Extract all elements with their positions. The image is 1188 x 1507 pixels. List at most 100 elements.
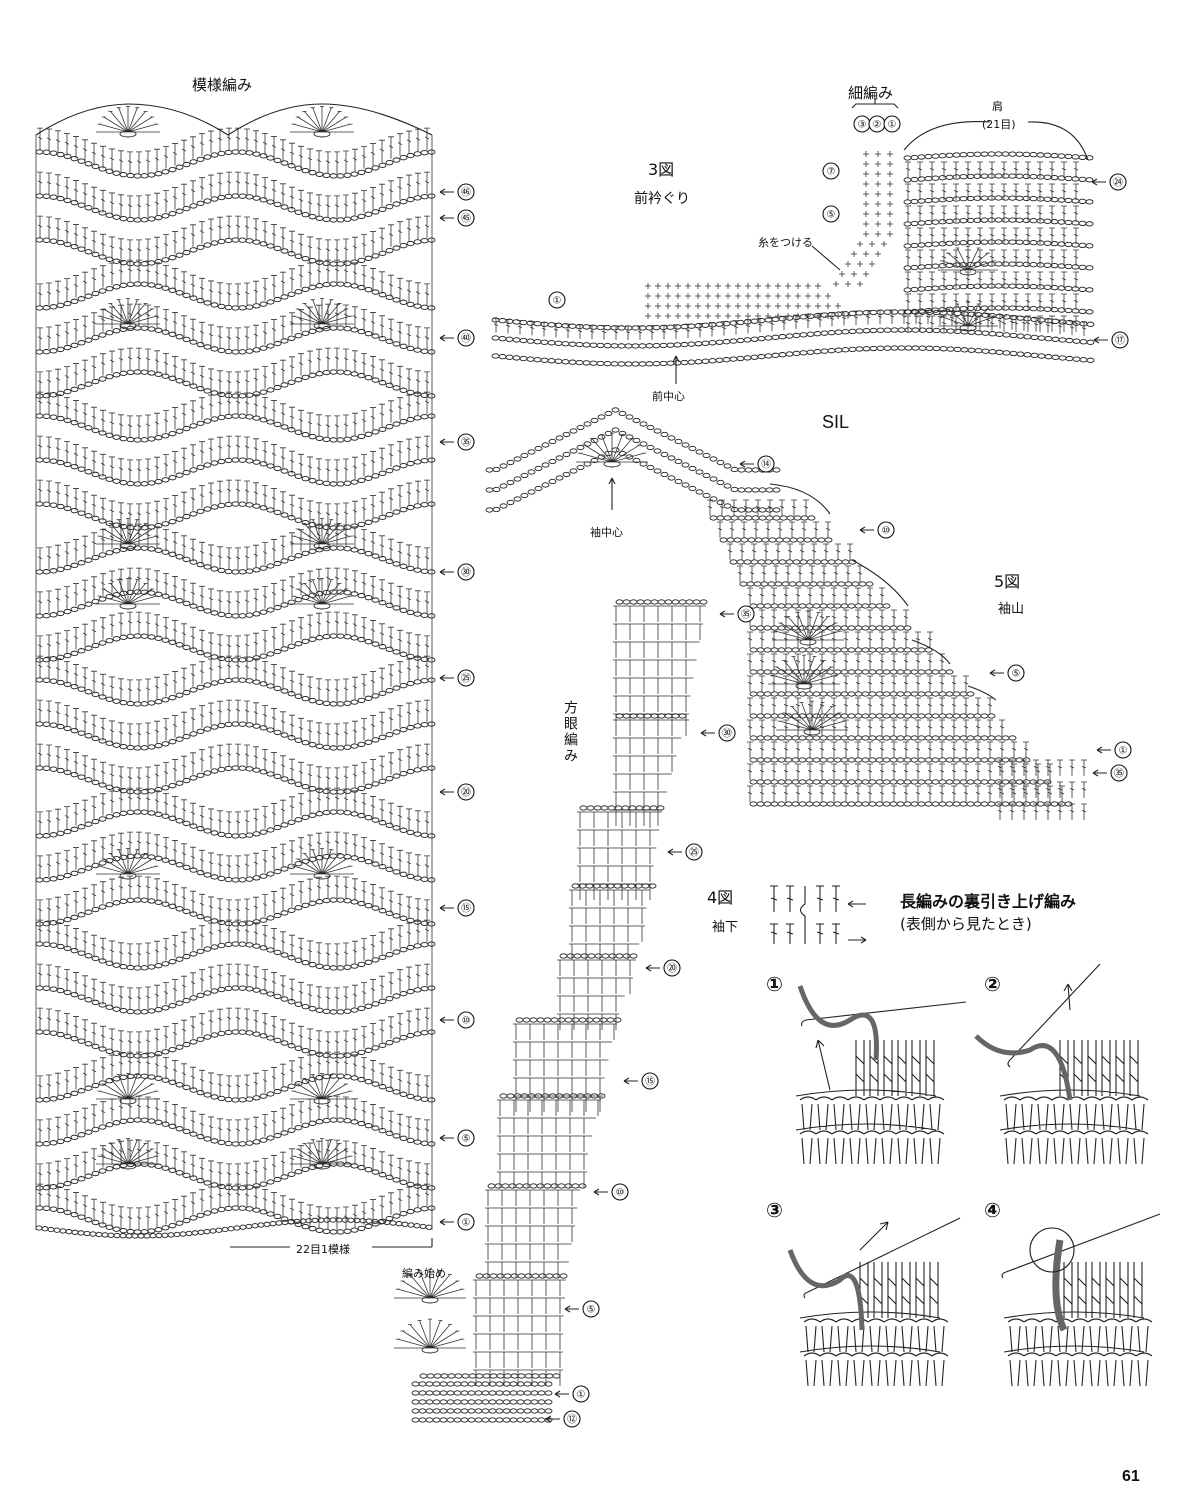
main-dc-row (37, 303, 430, 350)
fig3-shoulder-label: 肩 (992, 100, 1003, 113)
main-fan-base (119, 872, 137, 880)
main-chain-row (35, 149, 436, 179)
mesh-row-marker-circle (685, 843, 703, 861)
fig3-sc-step-number: ② (873, 120, 882, 131)
main-row-marker-circle (457, 329, 475, 347)
start-fan-base (421, 1296, 439, 1304)
fig4-sleeve-seam-symbol (770, 885, 867, 944)
mesh-row-marker-arrow (564, 1305, 579, 1313)
fig5-number: 5図 (994, 572, 1021, 591)
main-fan (290, 578, 354, 605)
fig5-bottom-dc (997, 781, 1087, 798)
main-chain-row (35, 1205, 436, 1235)
main-fan-base (313, 322, 331, 330)
main-fan-base (119, 322, 137, 330)
main-chain-row (35, 589, 436, 619)
main-row-marker-arrow (439, 188, 454, 196)
fig5-chain-row (749, 647, 933, 653)
main-chain-row (35, 897, 436, 927)
fig3-shoulder-dc (905, 271, 1079, 288)
fig3-shoulder-dc (905, 227, 1079, 244)
main-row-marker-number: ㊺ (461, 213, 471, 225)
main-fan-base (313, 602, 331, 610)
main-row-marker-circle (457, 899, 475, 917)
main-chain-row (35, 1073, 436, 1103)
main-chart-title: 模様編み (192, 76, 253, 94)
main-fan (96, 298, 160, 325)
start-fan (394, 1268, 466, 1299)
fig3-attach-yarn: 糸をつける (758, 236, 813, 249)
hook-4 (1001, 1213, 1161, 1279)
fig5-bottom-dc (997, 803, 1087, 820)
main-row-marker-circle (457, 1011, 475, 1029)
main-fan (96, 848, 160, 875)
fig3-sc-step-circle (883, 115, 901, 133)
main-fan (290, 848, 354, 875)
main-dc-row (37, 743, 430, 790)
mesh-row-marker-arrow (667, 848, 682, 856)
main-chain-row (35, 413, 436, 443)
fig5-row-marker-circle (1110, 764, 1128, 782)
main-dc-row (37, 259, 430, 306)
fig3-shoulder-chain (903, 151, 1094, 161)
main-chain-row (35, 281, 436, 311)
main-chain-row (35, 1029, 436, 1059)
main-row-marker-circle (457, 783, 475, 801)
main-row-marker-circle (457, 183, 475, 201)
fig5-chain-row (749, 669, 954, 675)
mesh-row-marker-arrow (554, 1390, 569, 1398)
main-row-marker-circle (457, 433, 475, 451)
fig3-fan (938, 245, 998, 271)
yarn-1 (797, 985, 879, 1061)
technique-subtitle: (表側から見たとき) (900, 915, 1032, 933)
mesh-row-marker-circle (737, 605, 755, 623)
main-fan (96, 518, 160, 545)
fig5-dc-row (717, 521, 831, 538)
main-repeat-bracket (230, 1238, 433, 1248)
yarn-3 (787, 1249, 865, 1331)
fig3-sc-stitches (645, 151, 893, 319)
main-row-marker-number: ㊵ (461, 333, 471, 345)
fig3-dc-row (493, 309, 1087, 340)
main-fan-base (313, 130, 331, 138)
mesh-row-marker-number: ① (577, 1390, 586, 1401)
main-row-marker-circle (457, 669, 475, 687)
mesh-row-marker-number: ㉟ (741, 609, 751, 621)
fig4-title: 袖下 (712, 920, 739, 935)
main-row-marker-number: ① (462, 1218, 471, 1229)
main-row-marker-number: ⑤ (462, 1134, 471, 1145)
fig3-row-marker-circle (548, 291, 566, 309)
repeat-note: 22目1模様 (296, 1243, 350, 1256)
mesh-row-marker-number: ⑤ (587, 1305, 596, 1316)
fig3-sc-step-number: ③ (858, 120, 867, 131)
fig3-chain-row (491, 327, 1095, 349)
fig3-sc-step-number: ① (888, 120, 897, 131)
main-chain-row (35, 809, 436, 839)
fig5-row-marker-number: ⑤ (1012, 669, 1021, 680)
fig5-chain-row (749, 757, 1031, 763)
fig5-top-fan (576, 432, 648, 463)
main-row-marker-circle (457, 1129, 475, 1147)
mesh-pattern-chart (411, 599, 708, 1423)
main-row-marker-arrow (439, 334, 454, 342)
main-chain-row (35, 765, 436, 795)
fig5-fan-base (795, 682, 813, 690)
main-row-marker-arrow (439, 1218, 454, 1226)
fig5-row-marker-arrow (1096, 746, 1111, 754)
fig5-chain-row (749, 691, 975, 697)
main-dc-row (37, 963, 430, 1010)
fig5-row-marker-arrow (989, 669, 1004, 677)
fig3-center-arrow (672, 355, 680, 384)
mesh-bottom-chain (411, 1381, 553, 1387)
main-fan-base (119, 602, 137, 610)
hook-3 (803, 1217, 961, 1299)
fig3-fan-2-base (959, 324, 977, 332)
main-fan-base (119, 130, 137, 138)
mesh-row-marker-circle (663, 959, 681, 977)
main-dc-row (37, 919, 430, 966)
fig5-dc-row (747, 697, 993, 714)
fig5-dc-row (707, 499, 809, 516)
fig3-fan-base (959, 268, 977, 276)
main-dc-row (37, 435, 430, 482)
mesh-edge-chain (615, 713, 687, 719)
